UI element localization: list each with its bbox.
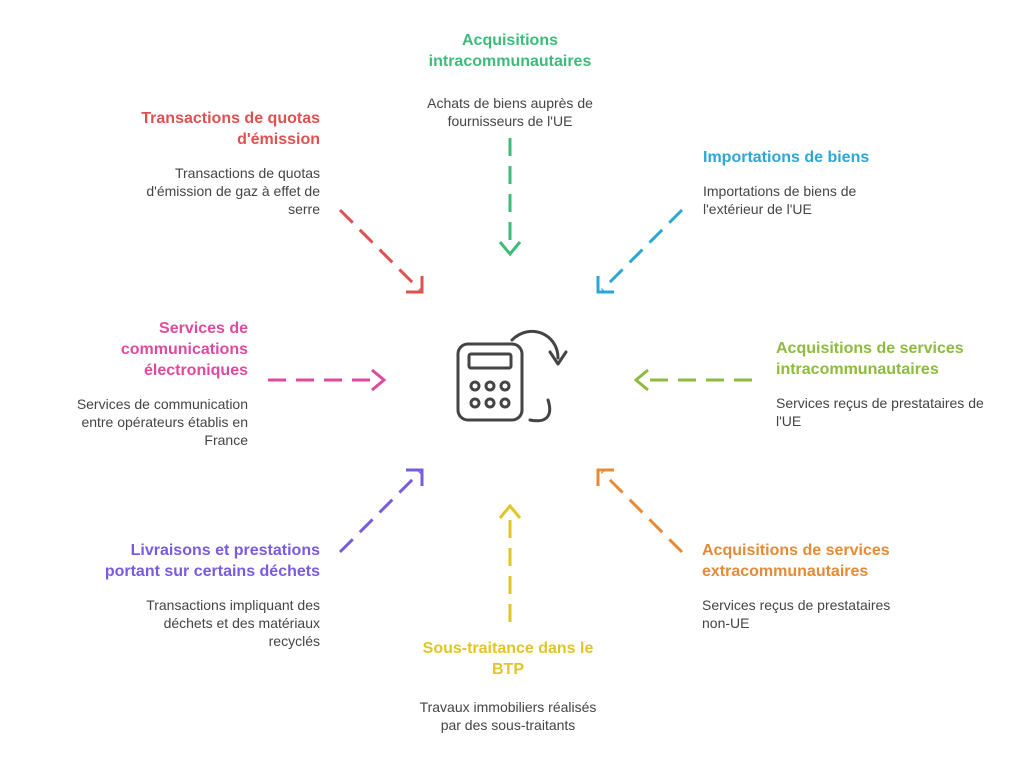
item-dechets: Livraisons et prestations portant sur ce…	[80, 540, 320, 650]
arrow-services-extra	[596, 468, 684, 554]
item-services-intra: Acquisitions de services intracommunauta…	[776, 338, 996, 430]
item-title: Services de communications électroniques	[120, 320, 248, 379]
item-title: Acquisitions intracommunautaires	[428, 32, 592, 70]
item-title: Transactions de quotas d'émission	[141, 110, 320, 148]
item-description: Importations de biens de l'extérieur de …	[703, 183, 857, 217]
arrow-services-intra	[633, 368, 752, 392]
item-title: Importations de biens	[703, 149, 870, 166]
item-communications: Services de communications électroniques…	[48, 318, 248, 449]
item-description: Services de communication entre opérateu…	[76, 396, 248, 448]
item-importations: Importations de biens Importations de bi…	[703, 147, 903, 218]
item-description: Travaux immobiliers réalisés par des sou…	[419, 699, 597, 733]
item-description: Transactions de quotas d'émission de gaz…	[146, 165, 320, 217]
calculator-refresh-icon	[456, 329, 568, 423]
item-title: Acquisitions de services intracommunauta…	[776, 340, 964, 378]
item-acquisitions-intra: Acquisitions intracommunautaires Achats …	[385, 30, 635, 130]
item-services-extra: Acquisitions de services extracommunauta…	[702, 540, 912, 632]
arrow-quotas	[338, 208, 424, 294]
item-title: Sous-traitance dans le BTP	[422, 640, 594, 678]
item-title: Livraisons et prestations portant sur ce…	[104, 542, 320, 580]
arrow-dechets	[338, 468, 424, 554]
item-description: Achats de biens auprès de fournisseurs d…	[427, 95, 593, 129]
arrow-btp	[498, 503, 522, 622]
arrow-communications	[268, 368, 387, 392]
item-description: Transactions impliquant des déchets et d…	[146, 597, 320, 649]
item-quotas: Transactions de quotas d'émission Transa…	[120, 108, 320, 218]
item-title: Acquisitions de services extracommunauta…	[702, 542, 890, 580]
item-btp: Sous-traitance dans le BTP Travaux immob…	[408, 638, 608, 734]
arrow-acquisitions-intra	[498, 138, 522, 257]
item-description: Services reçus de prestataires de l'UE	[776, 395, 984, 429]
item-description: Services reçus de prestataires non-UE	[702, 597, 891, 631]
arrow-importations	[596, 208, 684, 294]
